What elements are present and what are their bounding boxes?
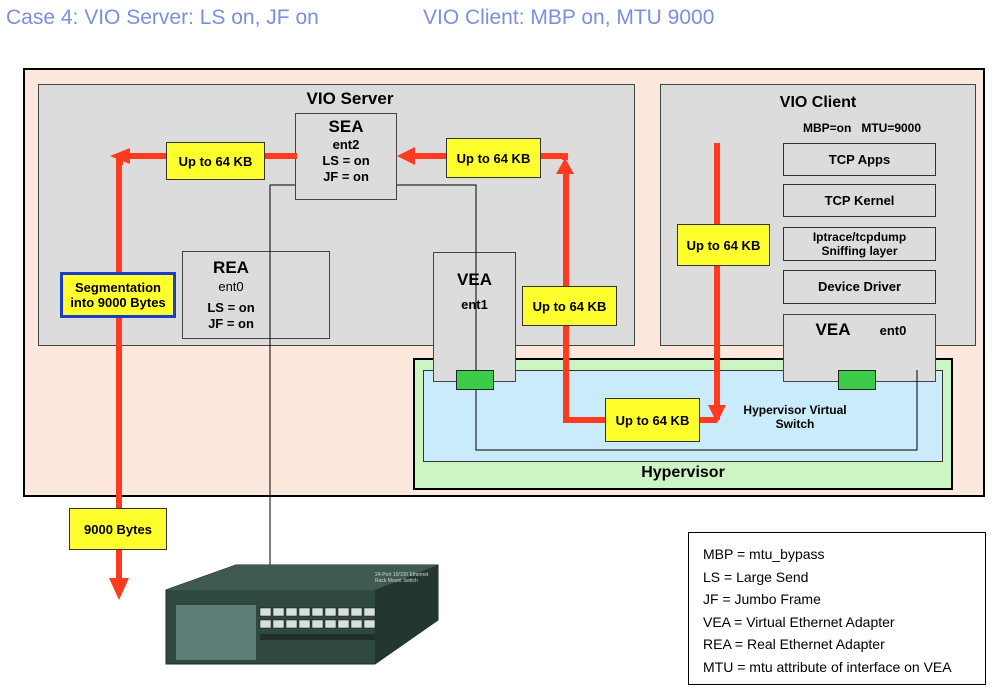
hypervisor-title: Hypervisor [641, 464, 725, 481]
label-up-to-64kb-client: Up to 64 KB [677, 224, 770, 266]
server-vea-title: VEA [457, 270, 492, 289]
legend-item-mbp: MBP = mtu_bypass [703, 546, 825, 562]
vio-client-title: VIO Client [779, 94, 857, 111]
virtual-switch-label: Hypervisor Virtual Switch [743, 403, 847, 431]
legend-item-rea: REA = Real Ethernet Adapter [703, 636, 885, 652]
stack-sniffing-layer: Iptrace/tcpdump Sniffing layer [783, 227, 936, 261]
label-up-to-64kb-switch-vea: Up to 64 KB [522, 286, 617, 326]
slide-title-right: VIO Client: MBP on, MTU 9000 [423, 6, 715, 29]
client-vea-title: VEA [815, 320, 851, 339]
sea-box [295, 113, 397, 200]
stack-tcp-apps: TCP Apps [783, 143, 936, 176]
client-vea-device: ent0 [879, 323, 907, 338]
stack-device-driver: Device Driver [783, 270, 936, 304]
label-up-to-64kb-vea-sea: Up to 64 KB [446, 138, 541, 178]
sea-ls: LS = on [322, 153, 370, 168]
wire-rea-to-switch [269, 184, 295, 612]
label-segmentation: Segmentation into 9000 Bytes [60, 272, 176, 318]
rea-title: REA [213, 258, 249, 277]
client-vea-port [838, 370, 876, 390]
arrow-head-down-out [109, 578, 129, 600]
server-vea-device: ent1 [461, 297, 488, 312]
sea-jf: JF = on [323, 169, 369, 184]
legend-item-vea: VEA = Virtual Ethernet Adapter [703, 613, 895, 630]
slide-title-left: Case 4: VIO Server: LS on, JF on [6, 6, 319, 29]
vio-client-settings: MBP=on MTU=9000 [802, 121, 922, 135]
legend-item-mtu: MTU = mtu attribute of interface on VEA [703, 658, 952, 675]
arrow-head-client [708, 405, 726, 423]
rea-box [182, 251, 330, 339]
vio-server-title: VIO Server [306, 89, 394, 108]
legend-box: MBP = mtu_bypass LS = Large Send JF = Ju… [688, 532, 986, 685]
server-vea-box [433, 252, 516, 382]
label-9000-bytes: 9000 Bytes [69, 508, 167, 550]
stack-tcp-kernel: TCP Kernel [783, 184, 936, 217]
rea-jf: JF = on [208, 316, 254, 331]
server-vea-port [456, 370, 494, 390]
sea-device: ent2 [332, 137, 360, 152]
label-up-to-64kb-sea-rea: Up to 64 KB [166, 142, 265, 180]
arrow-head-to-sea [397, 147, 415, 165]
switch-device-label: 24-Port 10/100 Ethernet Rack Mount Switc… [375, 572, 429, 584]
legend-item-ls: LS = Large Send [703, 568, 809, 585]
wire-sea-to-vea [397, 184, 918, 451]
label-up-to-64kb-hypervisor: Up to 64 KB [605, 398, 700, 442]
rea-ls: LS = on [207, 300, 255, 315]
rea-device: ent0 [218, 279, 244, 294]
sea-title: SEA [328, 117, 364, 136]
legend-item-jf: JF = Jumbo Frame [703, 591, 821, 607]
arrow-switch-up [563, 172, 610, 423]
arrow-head-up [556, 158, 574, 174]
